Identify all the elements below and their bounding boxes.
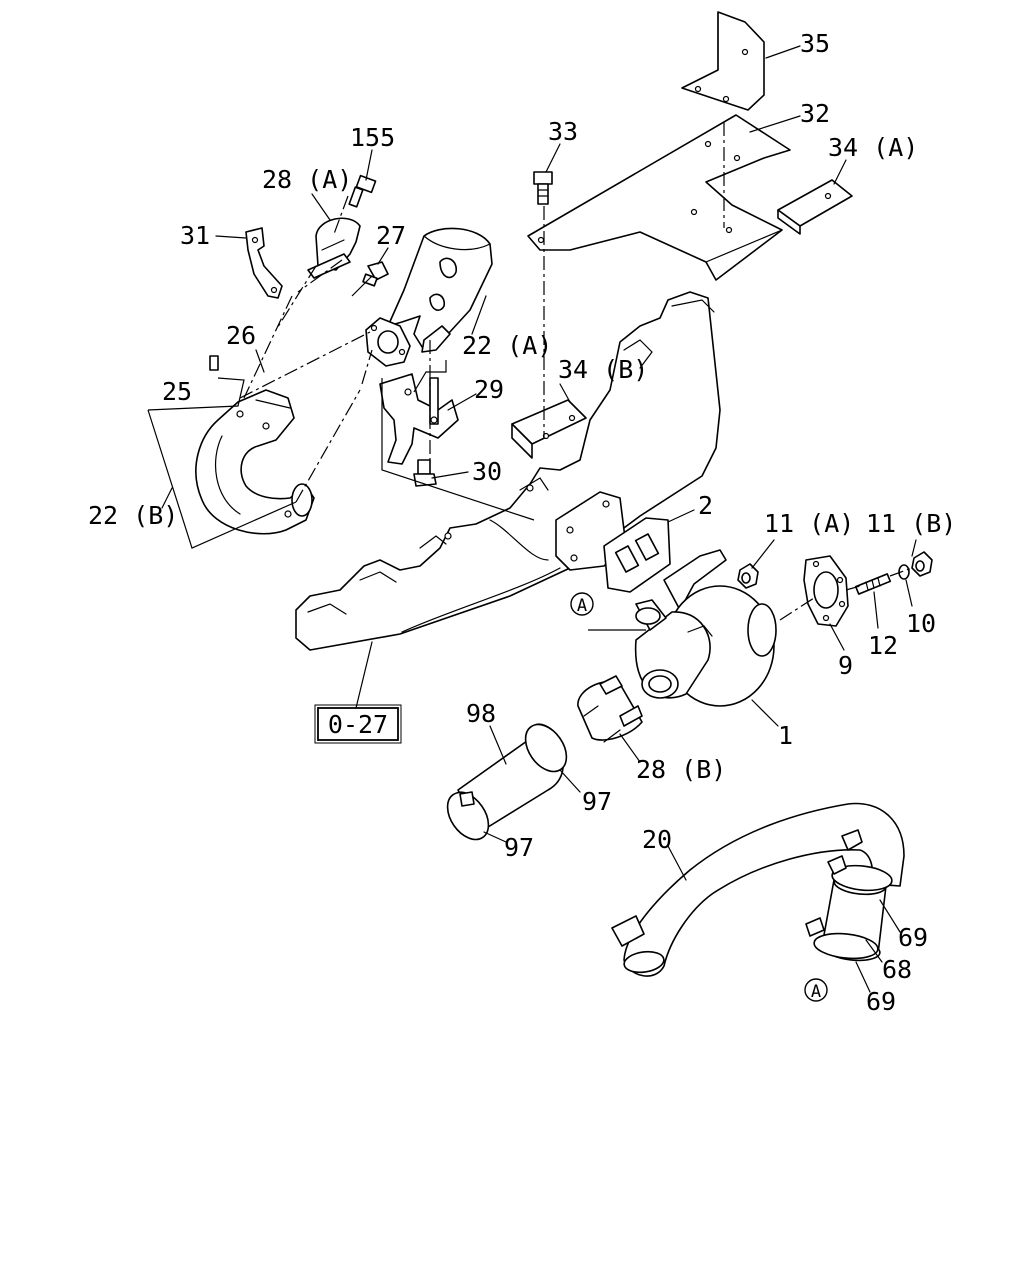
bolt-30 bbox=[413, 459, 437, 487]
callout-35[interactable]: 35 bbox=[800, 29, 830, 58]
callout-97-lower[interactable]: 97 bbox=[504, 833, 534, 862]
bracket-29 bbox=[379, 373, 459, 465]
callout-33[interactable]: 33 bbox=[548, 117, 578, 146]
flange-26 bbox=[365, 317, 411, 367]
clamp-97-lower bbox=[446, 791, 490, 841]
callout-22a[interactable]: 22 (A) bbox=[462, 331, 552, 360]
callout-32[interactable]: 32 bbox=[800, 99, 830, 128]
callout-1[interactable]: 1 bbox=[778, 721, 793, 750]
callout-25[interactable]: 25 bbox=[162, 377, 192, 406]
connector-a-upper-label: A bbox=[577, 596, 587, 616]
nut-11a bbox=[737, 563, 759, 589]
reference-box-label: 0-27 bbox=[328, 710, 388, 739]
connector-a-lower[interactable]: A bbox=[804, 978, 828, 1002]
callout-labels: 35 32 34 (A) 33 155 28 (A) 31 27 22 (A) … bbox=[88, 29, 956, 1016]
callout-22b[interactable]: 22 (B) bbox=[88, 501, 178, 530]
bracket-34a bbox=[777, 179, 853, 235]
bolt-27 bbox=[362, 261, 389, 287]
washer-10 bbox=[898, 564, 910, 580]
bracket-35 bbox=[681, 11, 765, 111]
bracket-31 bbox=[245, 227, 283, 299]
wing-nut bbox=[841, 829, 863, 851]
clamp-97-upper bbox=[524, 723, 568, 773]
callout-26[interactable]: 26 bbox=[226, 321, 256, 350]
callout-11a[interactable]: 11 (A) bbox=[764, 509, 854, 538]
reference-box-0-27[interactable]: 0-27 bbox=[314, 704, 402, 744]
callout-34b[interactable]: 34 (B) bbox=[558, 355, 648, 384]
callout-31[interactable]: 31 bbox=[180, 221, 210, 250]
connector-a-upper[interactable]: A bbox=[570, 592, 594, 616]
nut-11b bbox=[911, 551, 933, 577]
bolt-155 bbox=[348, 174, 377, 208]
gasket-9 bbox=[803, 555, 849, 627]
callout-2[interactable]: 2 bbox=[698, 491, 713, 520]
pipe-22b bbox=[195, 389, 315, 535]
callout-34a[interactable]: 34 (A) bbox=[828, 133, 918, 162]
pin-25 bbox=[209, 355, 219, 371]
callout-10[interactable]: 10 bbox=[906, 609, 936, 638]
callout-11b[interactable]: 11 (B) bbox=[866, 509, 956, 538]
center-lines bbox=[239, 122, 913, 621]
pipe-20 bbox=[611, 802, 905, 977]
callout-98[interactable]: 98 bbox=[466, 699, 496, 728]
callout-28b[interactable]: 28 (B) bbox=[636, 755, 726, 784]
bolt-33 bbox=[533, 171, 553, 205]
callout-9[interactable]: 9 bbox=[838, 651, 853, 680]
clamp-28b bbox=[577, 675, 643, 743]
connector-a-lower-label: A bbox=[811, 982, 821, 1002]
callout-29[interactable]: 29 bbox=[474, 375, 504, 404]
callout-68[interactable]: 68 bbox=[882, 955, 912, 984]
callout-69-lower[interactable]: 69 bbox=[866, 987, 896, 1016]
callout-69-upper[interactable]: 69 bbox=[898, 923, 928, 952]
group-brackets bbox=[147, 275, 646, 631]
turbocharger-1 bbox=[634, 549, 777, 707]
clamp-69-upper bbox=[827, 855, 893, 892]
gasket-2 bbox=[603, 517, 671, 593]
callout-20[interactable]: 20 bbox=[642, 825, 672, 854]
callout-12[interactable]: 12 bbox=[868, 631, 898, 660]
callout-155[interactable]: 155 bbox=[350, 123, 395, 152]
callout-27[interactable]: 27 bbox=[376, 221, 406, 250]
clamp-69-lower bbox=[805, 917, 879, 960]
callout-97-upper[interactable]: 97 bbox=[582, 787, 612, 816]
leader-lines bbox=[161, 45, 917, 993]
clamp-28a bbox=[307, 217, 361, 279]
bracket-34b bbox=[511, 399, 587, 459]
stud-12 bbox=[854, 573, 892, 595]
callout-30[interactable]: 30 bbox=[472, 457, 502, 486]
pipe-22a bbox=[387, 227, 493, 353]
callout-28a[interactable]: 28 (A) bbox=[262, 165, 352, 194]
